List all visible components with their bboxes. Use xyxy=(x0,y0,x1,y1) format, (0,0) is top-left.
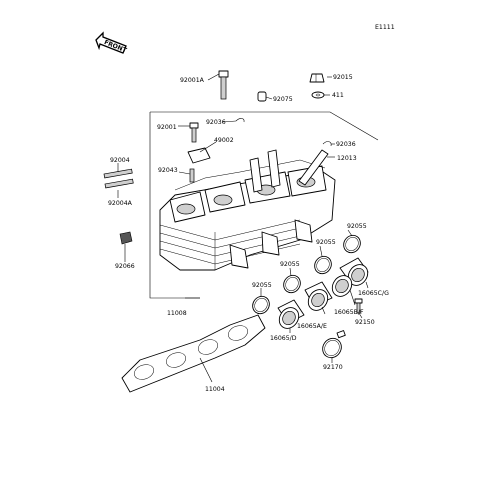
tube-12013 xyxy=(298,149,329,186)
label-92170: 92170 xyxy=(323,364,343,371)
diagram-code: E1111 xyxy=(375,24,395,31)
gasket-11004 xyxy=(121,314,266,393)
label-92004A: 92004A xyxy=(108,200,133,207)
label-92001: 92001 xyxy=(157,124,177,131)
cap-92075 xyxy=(257,91,267,102)
label-11004: 11004 xyxy=(205,386,225,393)
label-411: 411 xyxy=(332,92,344,99)
bolt-92001A xyxy=(218,70,229,100)
front-arrow-icon: FRONT xyxy=(95,31,128,55)
label-16065C-G: 16065C/G xyxy=(358,290,389,297)
label-49002: 49002 xyxy=(214,137,234,144)
label-92036-top: 92036 xyxy=(206,119,226,126)
label-92066: 92066 xyxy=(115,263,135,270)
bracket-49002 xyxy=(187,147,211,164)
studs-92004 xyxy=(103,168,134,189)
label-16065-D: 16065/D xyxy=(270,335,297,342)
label-92043: 92043 xyxy=(158,167,178,174)
clip-92036a xyxy=(235,118,245,123)
clip-92036b xyxy=(322,141,332,147)
label-92150: 92150 xyxy=(355,319,375,326)
label-16065A-E: 16065A/E xyxy=(297,323,327,330)
bolt-92001 xyxy=(189,122,199,143)
holder-16065-D xyxy=(277,299,305,329)
label-92055-c: 92055 xyxy=(280,261,300,268)
label-92001A: 92001A xyxy=(180,77,205,84)
label-92055-b: 92055 xyxy=(316,239,336,246)
label-92015: 92015 xyxy=(333,74,353,81)
label-92075: 92075 xyxy=(273,96,293,103)
cylinder-head xyxy=(159,149,336,271)
oring-92055-b xyxy=(314,255,332,275)
leader-lines xyxy=(117,73,369,383)
washer-411 xyxy=(311,91,325,99)
bolt-92150 xyxy=(354,298,363,314)
plug-92066 xyxy=(119,231,133,245)
label-12013: 12013 xyxy=(337,155,357,162)
clamp-92170 xyxy=(322,330,346,359)
label-92004: 92004 xyxy=(110,157,130,164)
holder-16065B-F xyxy=(331,275,353,297)
oring-92055-d xyxy=(252,295,270,315)
nut-92015 xyxy=(309,73,325,83)
holder-16065A-E xyxy=(304,281,333,311)
oring-92055-a xyxy=(343,234,361,254)
oring-92055-c xyxy=(283,274,301,294)
label-92055-a: 92055 xyxy=(347,223,367,230)
label-16065B-F: 16065B/F xyxy=(334,309,364,316)
label-11008: 11008 xyxy=(167,310,187,317)
guide-92043 xyxy=(189,168,195,183)
label-92036-right: 92036 xyxy=(336,141,356,148)
label-92055-d: 92055 xyxy=(252,282,272,289)
cylinder-head-frame xyxy=(149,111,379,299)
